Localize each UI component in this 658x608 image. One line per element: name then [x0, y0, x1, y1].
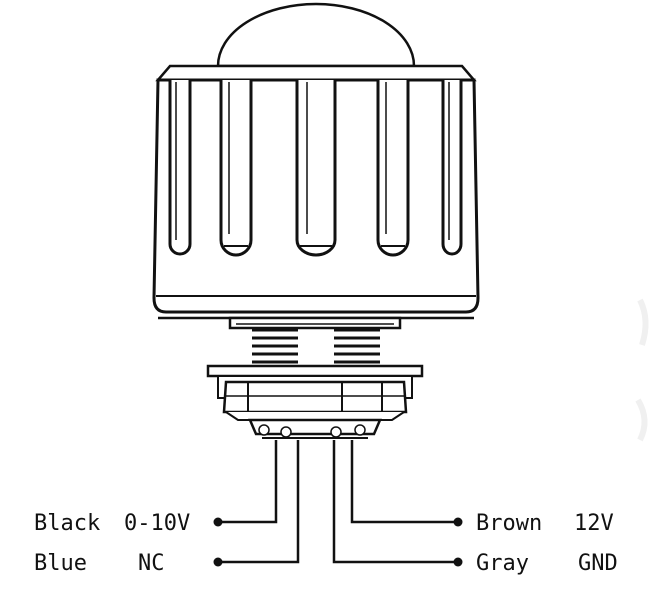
rib-5: [441, 80, 463, 256]
terminal-blue: [213, 557, 223, 567]
rib-1: [168, 80, 192, 256]
terminal-gray: [453, 557, 463, 567]
wires: [218, 440, 458, 564]
terminal-brown: [453, 517, 463, 527]
label-blue-signal: NC: [138, 551, 165, 576]
label-gray-signal: GND: [578, 551, 618, 576]
wire-labels: Black 0-10V Blue NC Brown 12V Gray GND: [34, 511, 618, 576]
watermark-marks: [635, 298, 649, 442]
spring-right: [334, 328, 380, 364]
label-black-signal: 0-10V: [124, 511, 190, 536]
label-blue-wire: Blue: [34, 551, 87, 576]
wire-terminals: [213, 517, 463, 567]
label-brown-signal: 12V: [574, 511, 614, 536]
wire-gray: [332, 440, 458, 564]
sensor-dome: [216, 2, 416, 68]
wire-black: [218, 440, 278, 524]
label-black-wire: Black: [34, 511, 100, 536]
label-gray-wire: Gray: [476, 551, 529, 576]
wire-brown: [350, 440, 458, 524]
terminal-base: [248, 418, 382, 439]
wire-blue: [218, 440, 300, 564]
spring-left: [252, 328, 298, 364]
rib-4: [376, 80, 410, 257]
rib-2: [219, 80, 253, 257]
housing-ribs: [168, 80, 463, 257]
label-brown-wire: Brown: [476, 511, 542, 536]
hex-nut: [222, 380, 408, 421]
rib-3: [295, 80, 337, 257]
terminal-black: [213, 517, 223, 527]
sensor-neck: [228, 316, 402, 330]
